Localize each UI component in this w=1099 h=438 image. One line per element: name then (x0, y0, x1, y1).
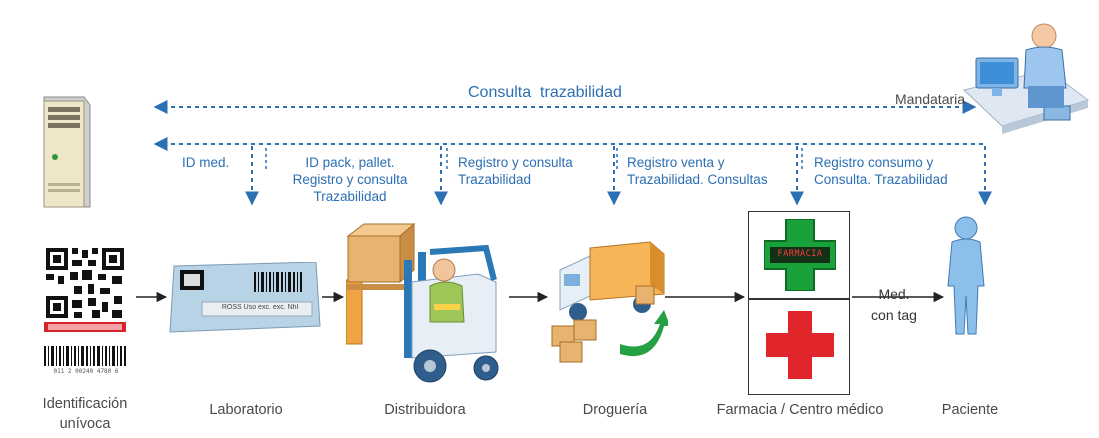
stage-identificacion: Identificación unívoca (42, 396, 128, 432)
lab-package-icon (169, 262, 321, 333)
server-icon (43, 96, 91, 208)
mandataria-label: Mandataria (895, 91, 966, 107)
qr-code-icon (44, 246, 126, 332)
stage-laboratorio: Laboratorio (209, 402, 283, 418)
truck-icon (551, 241, 668, 363)
med-tag-label: Med. con tag (871, 286, 917, 323)
step-label-2: ID pack, pallet. Registro y consulta Tra… (292, 155, 408, 204)
step-label-4: Registro venta y Trazabilidad. Consultas (627, 155, 768, 187)
step-label-5: Registro consumo y Consulta. Trazabilida… (814, 155, 948, 187)
consulta-title: Consulta trazabilidad (468, 84, 622, 101)
patient-icon (947, 216, 985, 335)
red-cross-icon (766, 311, 834, 379)
pharmacy-divider (749, 298, 849, 300)
barcode-icon (44, 346, 126, 366)
barcode-number: 011 2 00240 4780 6 (53, 368, 119, 375)
step-label-1: ID med. (182, 155, 230, 170)
pharmacy-sign: FARMACIA (777, 249, 823, 259)
forklift-icon (346, 222, 499, 383)
step-label-3: Registro y consulta Trazabilidad (458, 155, 573, 187)
green-cross-icon (764, 219, 836, 291)
stage-distribuidora: Distribuidora (384, 402, 466, 418)
stage-farmacia: Farmacia / Centro médico (716, 402, 884, 418)
lab-card-text: ROSS Uso exc. exc. Nhl (221, 304, 299, 311)
mandataria-workstation-icon (962, 23, 1090, 134)
stage-drogueria: Droguería (582, 402, 648, 418)
stage-paciente: Paciente (941, 402, 999, 418)
